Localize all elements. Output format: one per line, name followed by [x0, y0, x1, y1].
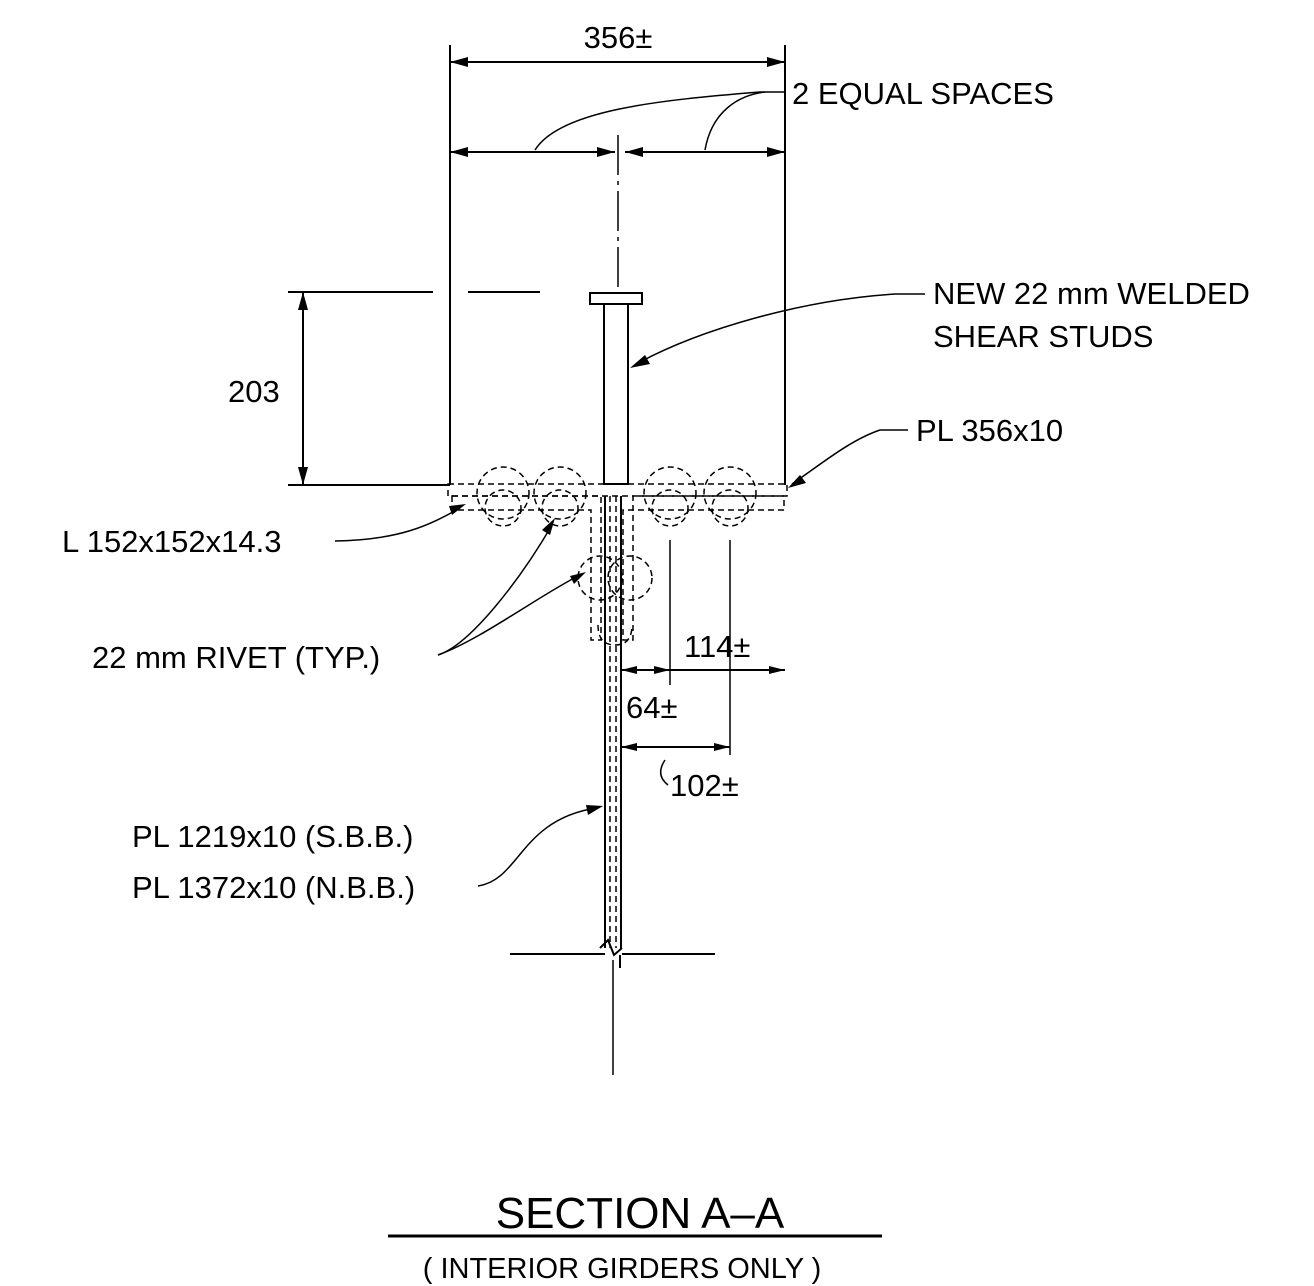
- shear-stud: [589, 292, 643, 485]
- web-sbb-label: PL 1219x10 (S.B.B.): [132, 819, 413, 854]
- top-plate-label: PL 356x10: [916, 413, 1063, 448]
- gauge-114-label: 114±: [684, 629, 750, 664]
- callout-studs: NEW 22 mm WELDED SHEAR STUDS: [630, 276, 1250, 368]
- top-plate: [447, 483, 788, 497]
- gauge-64-label: 64±: [626, 690, 678, 725]
- dimension-equal-spaces: 2 EQUAL SPACES: [450, 76, 1054, 157]
- equal-spaces-label: 2 EQUAL SPACES: [792, 76, 1054, 111]
- gauge-102-label: 102±: [670, 768, 739, 803]
- section-title: SECTION A–A ( INTERIOR GIRDERS ONLY ): [388, 1189, 882, 1285]
- angle-label: L 152x152x14.3: [62, 524, 281, 559]
- callout-web: PL 1219x10 (S.B.B.) PL 1372x10 (N.B.B.): [132, 805, 603, 905]
- rivet-label: 22 mm RIVET (TYP.): [92, 640, 380, 675]
- callout-rivet: 22 mm RIVET (TYP.): [92, 518, 586, 675]
- dimension-203: 203: [228, 291, 540, 486]
- studs-label-line2: SHEAR STUDS: [933, 319, 1153, 354]
- dimension-203-label: 203: [228, 374, 280, 409]
- rivets: [476, 466, 757, 601]
- section-subtitle: ( INTERIOR GIRDERS ONLY ): [423, 1253, 822, 1285]
- gauge-dimensions: 114± 64± 102±: [621, 540, 785, 803]
- callout-top-plate: PL 356x10: [788, 413, 1063, 488]
- section-title-text: SECTION A–A: [496, 1189, 785, 1238]
- studs-label-line1: NEW 22 mm WELDED: [933, 276, 1250, 311]
- dimension-356-label: 356±: [584, 20, 653, 55]
- web-plate: [510, 496, 715, 968]
- callout-angle: L 152x152x14.3: [62, 504, 466, 559]
- dimension-356: 356±: [449, 20, 786, 485]
- web-nbb-label: PL 1372x10 (N.B.B.): [132, 870, 415, 905]
